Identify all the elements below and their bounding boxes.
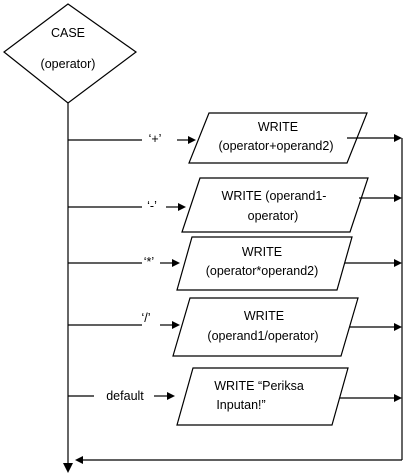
output-line-1: WRITE “Periksa <box>214 379 304 393</box>
case-label: ‘-’ <box>147 199 157 213</box>
write-output-box <box>188 112 368 164</box>
decision-line-1: CASE <box>51 26 85 40</box>
output-line-1: WRITE <box>258 120 298 134</box>
return-arrowhead <box>394 394 402 402</box>
branch-arrowhead <box>178 203 186 211</box>
output-line-2: (operand1/operator) <box>207 329 318 343</box>
write-output-box <box>172 297 359 357</box>
return-arrowhead <box>394 134 402 142</box>
write-output-box <box>181 177 369 233</box>
output-line-1: WRITE <box>244 309 284 323</box>
branch-arrowhead <box>188 136 196 144</box>
output-line-2: (operator+operand2) <box>218 139 333 153</box>
case-branch-multiply: ‘*’ WRITE (operator*operand2) <box>68 236 402 291</box>
decision-line-2: (operator) <box>41 57 96 71</box>
case-branch-minus: ‘-’ WRITE (operand1- operator) <box>68 177 402 233</box>
write-output-box <box>176 236 353 291</box>
output-line-1: WRITE <box>242 245 282 259</box>
case-branch-divide: ‘/’ WRITE (operand1/operator) <box>68 297 402 357</box>
return-arrowhead <box>394 194 402 202</box>
output-line-1: WRITE (operand1- <box>222 189 327 203</box>
return-bottom-arrowhead <box>75 456 83 464</box>
case-decision-diamond <box>3 3 138 104</box>
case-label: ‘*’ <box>144 255 154 269</box>
case-label: ‘+’ <box>149 132 162 146</box>
case-branch-plus: ‘+’ WRITE (operator+operand2) <box>68 112 402 164</box>
write-output-box <box>176 367 349 426</box>
return-arrowhead <box>394 323 402 331</box>
branch-arrowhead <box>167 392 175 400</box>
return-arrowhead <box>394 259 402 267</box>
case-branch-default: default WRITE “Periksa Inputan!” <box>68 367 402 426</box>
case-label: default <box>106 389 144 403</box>
output-line-2: (operator*operand2) <box>206 264 319 278</box>
case-label: ‘/’ <box>141 311 150 325</box>
output-line-2: operator) <box>248 209 299 223</box>
main-flow-arrowhead <box>63 463 73 473</box>
branch-arrowhead <box>172 321 180 329</box>
branch-arrowhead <box>172 259 180 267</box>
output-line-2: Inputan!” <box>216 398 265 412</box>
